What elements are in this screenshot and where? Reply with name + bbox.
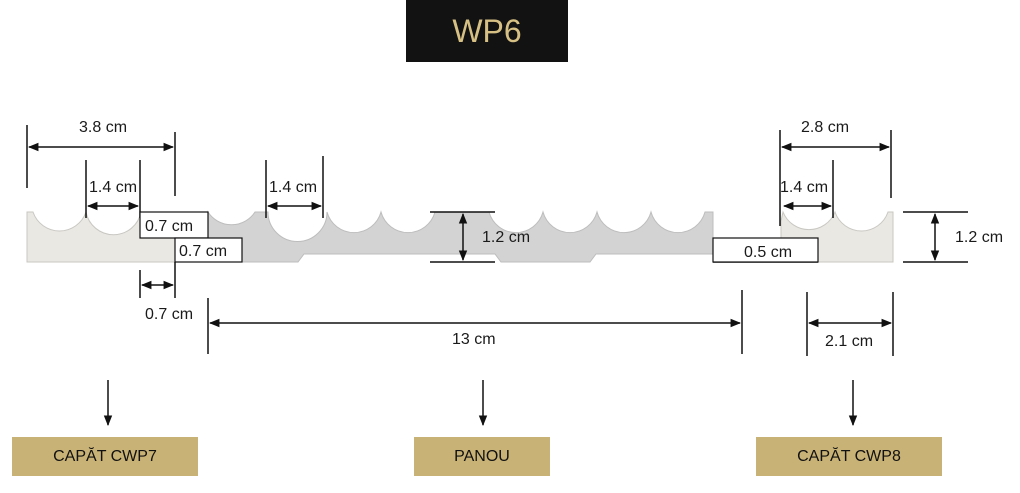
dim-right-total: 2.8 cm	[801, 119, 849, 136]
dim-left-step-top: 0.7 cm	[145, 218, 193, 235]
dim-right-thickness: 1.2 cm	[955, 229, 1003, 246]
label-end-cwp7-text: CAPĂT CWP7	[53, 447, 157, 465]
panel-profile	[207, 210, 714, 263]
title-box: WP6	[406, 0, 568, 62]
dim-panel-thickness: 1.2 cm	[482, 229, 530, 246]
label-panel: PANOU	[414, 437, 550, 476]
dim-left-groove: 1.4 cm	[89, 179, 137, 196]
dim-right-groove: 1.4 cm	[780, 179, 828, 196]
label-end-cwp8: CAPĂT CWP8	[756, 437, 942, 476]
step-box-right	[712, 237, 819, 263]
label-end-cwp8-text: CAPĂT CWP8	[797, 447, 901, 465]
step-box-bottom	[174, 237, 243, 263]
dim-left-offset: 0.7 cm	[145, 306, 193, 323]
step-box-top	[139, 211, 209, 239]
dim-left-total: 3.8 cm	[79, 119, 127, 136]
dim-panel-length: 13 cm	[452, 331, 496, 348]
dim-panel-step: 0.5 cm	[744, 244, 792, 261]
label-panel-text: PANOU	[454, 447, 510, 465]
label-end-cwp7: CAPĂT CWP7	[12, 437, 198, 476]
dim-left-step-bottom: 0.7 cm	[179, 243, 227, 260]
dim-panel-groove: 1.4 cm	[269, 179, 317, 196]
title-text: WP6	[452, 12, 522, 49]
dim-right-bottom: 2.1 cm	[825, 333, 873, 350]
